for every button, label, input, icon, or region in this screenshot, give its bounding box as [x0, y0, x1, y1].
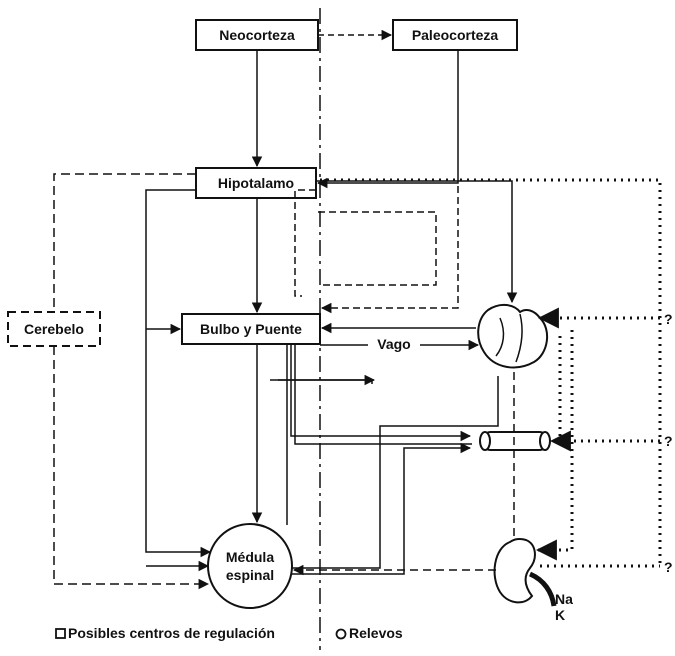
- line-bulbo-vessel-2: [294, 344, 472, 445]
- bulbo-label: Bulbo y Puente: [200, 321, 302, 337]
- legend-circle-icon: [335, 628, 347, 640]
- vago-label: Vago: [377, 336, 410, 352]
- medula-node: Médula espinal: [207, 523, 293, 609]
- kidney-organ: Na K: [493, 537, 573, 623]
- line-hipo-cerebelo: [53, 173, 196, 310]
- legend-circle-text: Relevos: [349, 625, 403, 641]
- bulbo-node: Bulbo y Puente: [181, 313, 321, 345]
- question-mark-3: ?: [664, 559, 673, 575]
- cerebelo-node: Cerebelo: [7, 311, 101, 347]
- line-hipo-dotted-right: [320, 178, 662, 566]
- vessel-organ: [479, 431, 551, 451]
- line-medula-vessel-b: [292, 442, 472, 575]
- k-label: K: [555, 607, 565, 623]
- legend-square-icon: [55, 628, 66, 639]
- neocorteza-label: Neocorteza: [219, 27, 295, 43]
- legend: Posibles centros de regulación Relevos: [55, 625, 403, 641]
- medula-label-line1: Médula: [226, 549, 274, 565]
- arrow-paleo-dashed-bulbo: [320, 186, 459, 314]
- medula-label-line2: espinal: [226, 567, 274, 583]
- paleocorteza-label: Paleocorteza: [412, 27, 499, 43]
- heart-organ: [477, 304, 549, 369]
- arrow-hipo-heart: [316, 180, 518, 304]
- legend-square-text: Posibles centros de regulación: [68, 625, 275, 641]
- line-hipo-dashed-right: [294, 189, 316, 297]
- line-medula-vessel-a: [292, 376, 499, 569]
- line-cerebelo-medula: [53, 346, 210, 590]
- question-mark-2: ?: [664, 433, 673, 449]
- arrow-hipo-medula-bypass: [145, 189, 212, 558]
- na-label: Na: [555, 591, 573, 607]
- hipotalamo-node: Hipotalamo: [195, 167, 317, 199]
- arrow-paleo-hipo: [316, 50, 459, 189]
- question-mark-1: ?: [664, 311, 673, 327]
- paleocorteza-node: Paleocorteza: [392, 19, 518, 51]
- line-hipo-right-down: [318, 211, 437, 286]
- cerebelo-label: Cerebelo: [24, 321, 84, 337]
- arrow-bulbo-vessel: [290, 344, 472, 442]
- neocorteza-node: Neocorteza: [195, 19, 319, 51]
- hipotalamo-label: Hipotalamo: [218, 175, 294, 191]
